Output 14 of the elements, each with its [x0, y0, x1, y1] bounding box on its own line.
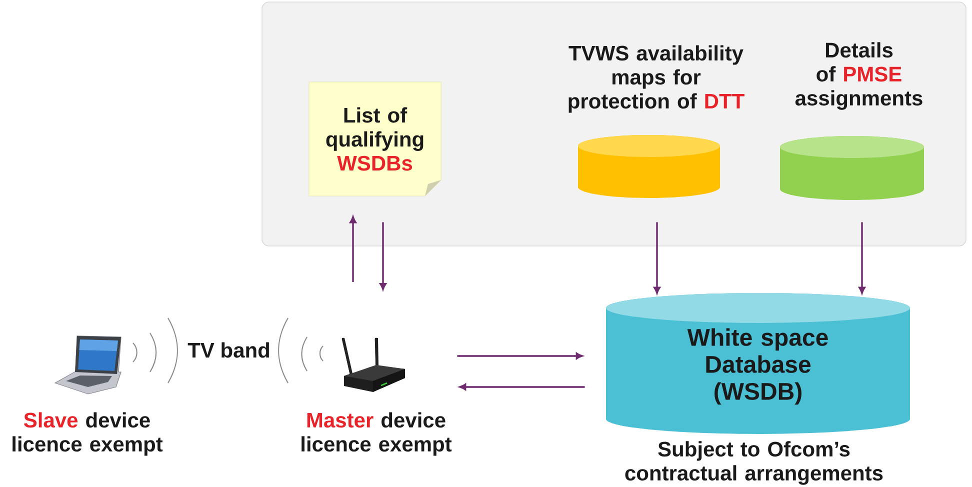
- arrow: [858, 222, 866, 294]
- arrow: [654, 222, 660, 294]
- device-caption: Master device licence exempt: [302, 412, 452, 456]
- arrow: [380, 222, 386, 290]
- database-cylinder: White space Database (WSDB): [606, 293, 910, 434]
- device-caption: Slave device licence exempt: [12, 412, 163, 456]
- sticky-note: List of qualifying WSDBs: [308, 82, 442, 196]
- arrow: [457, 352, 583, 360]
- arrow: [350, 216, 356, 282]
- database-label: TVWS availability maps for protection of DTT: [568, 45, 744, 113]
- database-caption: Subject to Ofcom’s contractual arrangements: [625, 441, 883, 485]
- arrow: [459, 384, 585, 390]
- database-label: Details of PMSE assignments: [795, 42, 922, 110]
- link-label: TV band: [188, 342, 270, 358]
